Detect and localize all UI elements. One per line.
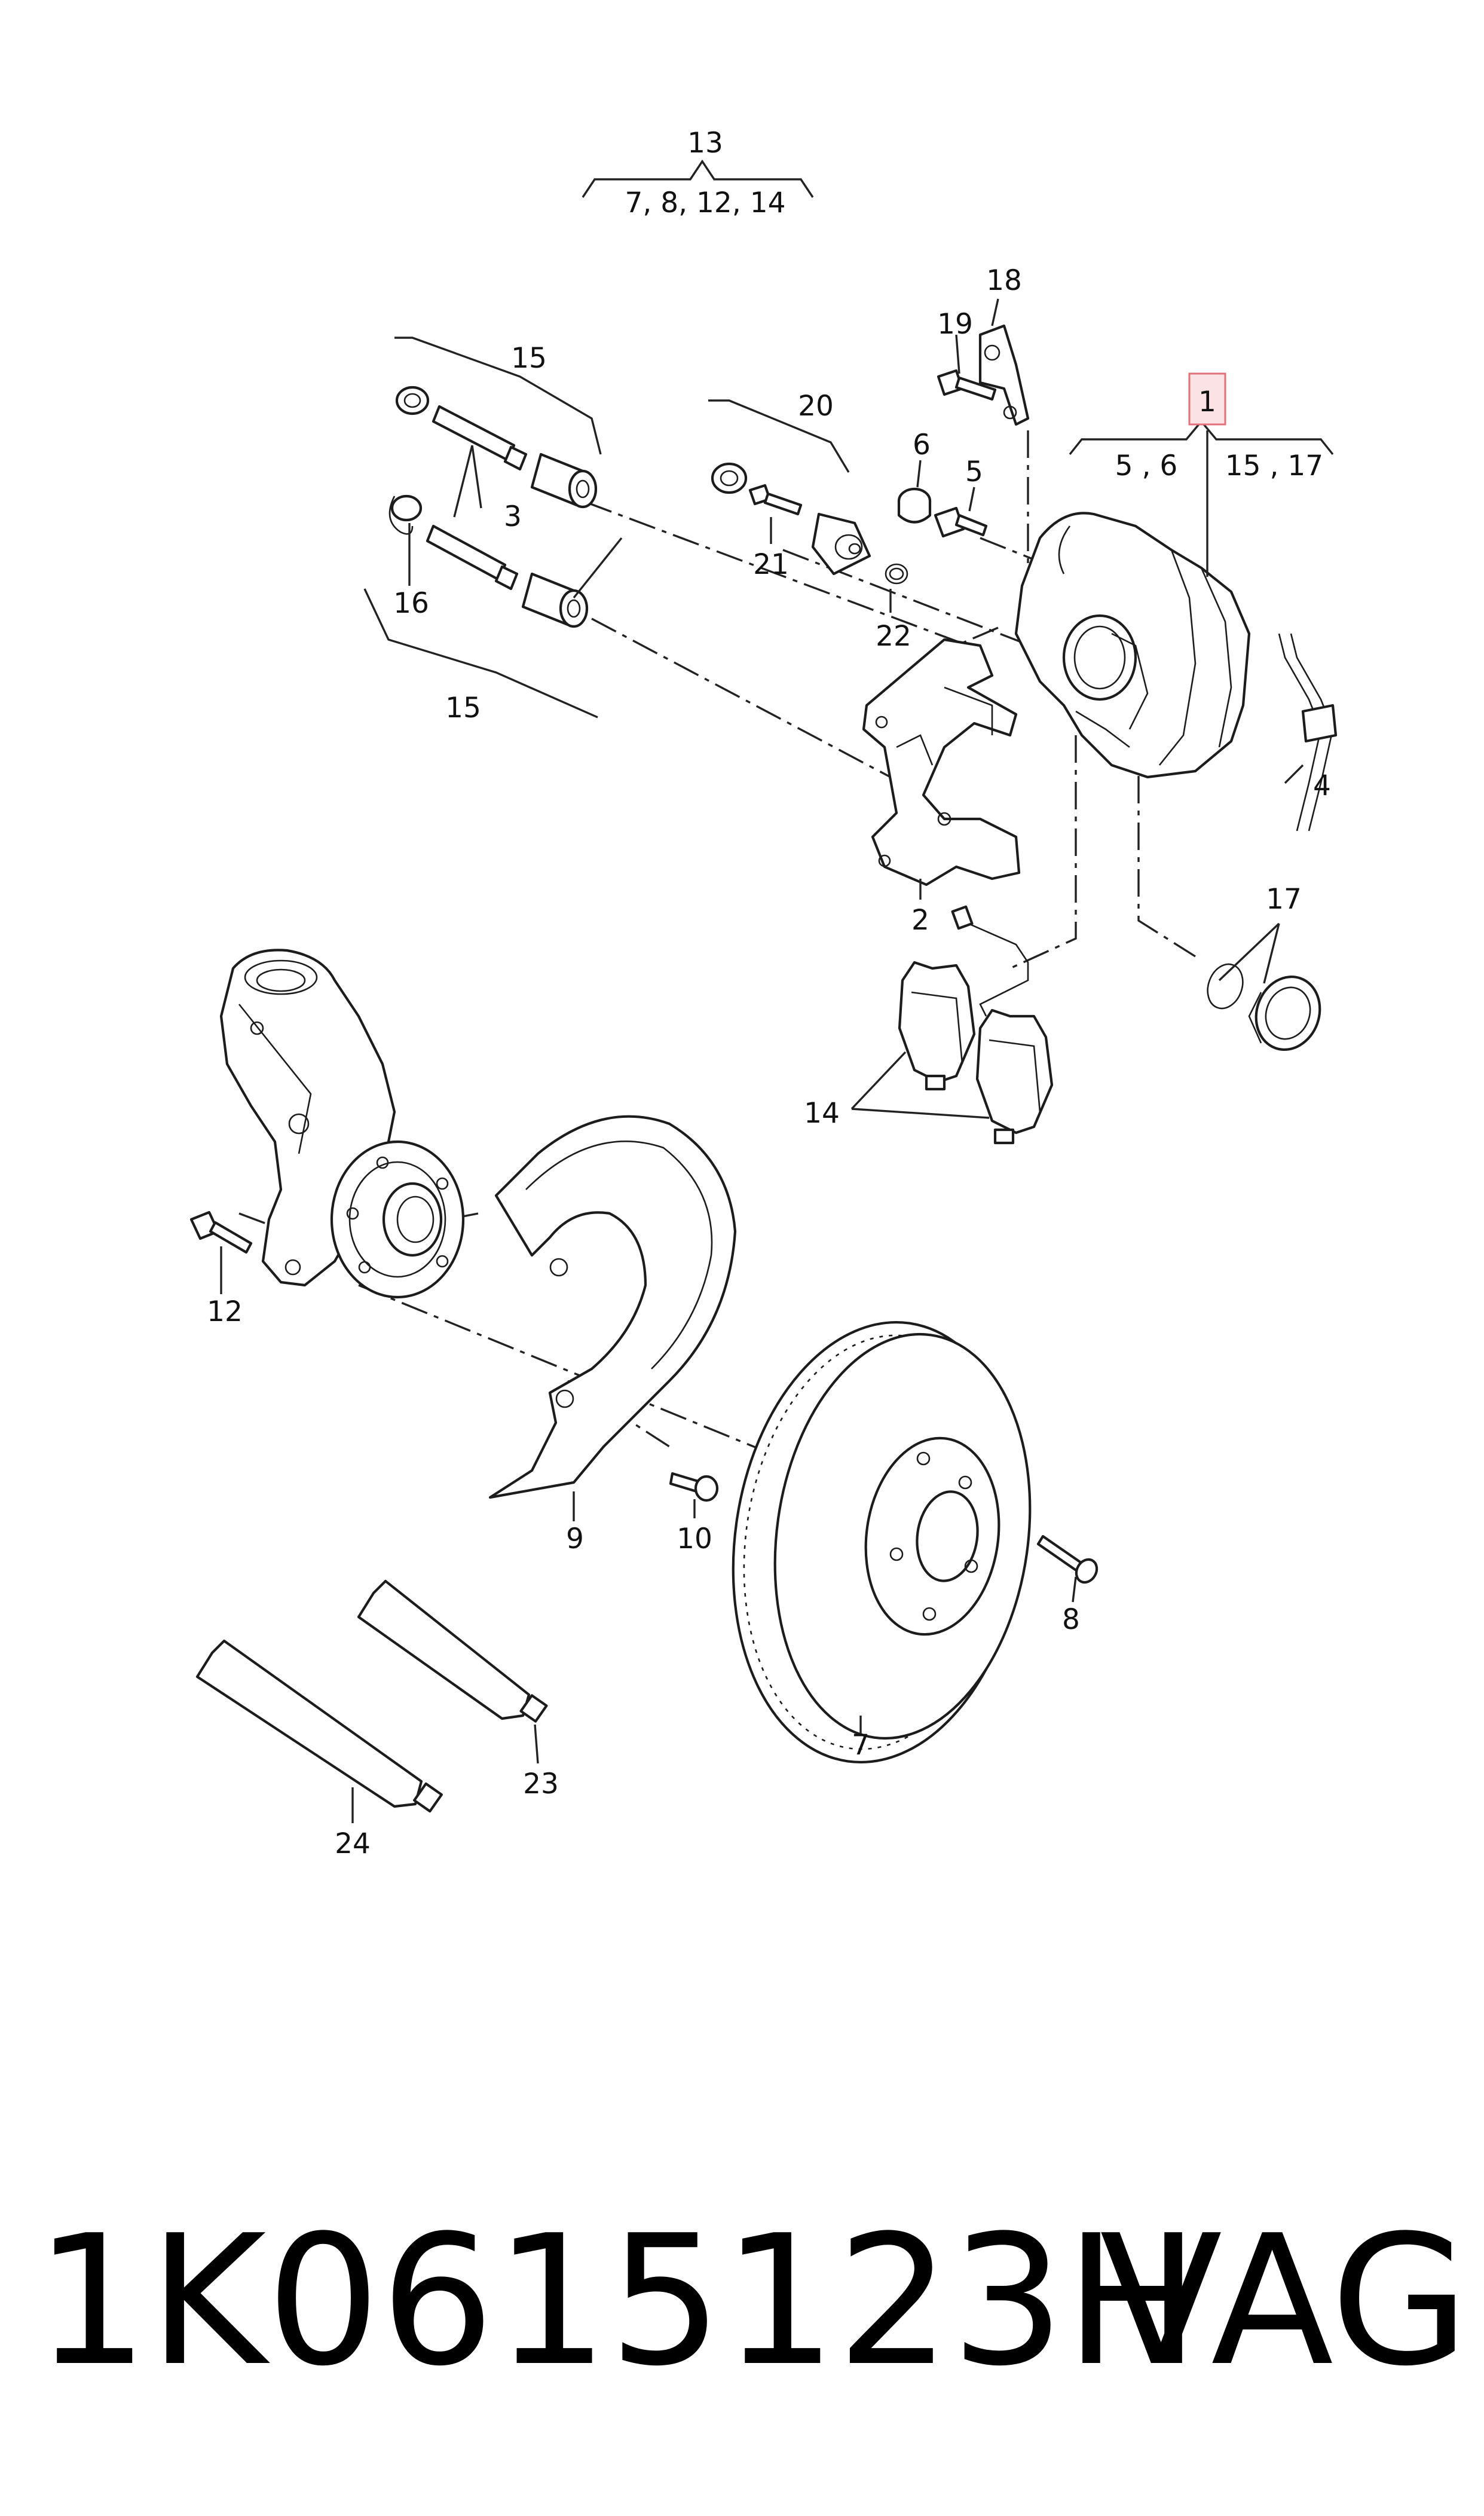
part-10-bolt bbox=[669, 1472, 719, 1502]
callout-7: 7 bbox=[852, 1729, 870, 1762]
part-19-bolt bbox=[937, 369, 997, 401]
callout-4: 4 bbox=[1313, 769, 1331, 802]
part-number: 1K0615123H bbox=[35, 2197, 1200, 2405]
callout-17: 17 bbox=[1266, 883, 1302, 916]
callout-18: 18 bbox=[986, 264, 1022, 297]
bracket-20 bbox=[708, 399, 850, 473]
callout-10: 10 bbox=[677, 1523, 712, 1555]
part-14-pad-left bbox=[898, 961, 976, 1091]
callout-8: 8 bbox=[1062, 1603, 1080, 1636]
part-3-guide-pin-bottom bbox=[426, 524, 519, 591]
bracket-13 bbox=[582, 159, 814, 198]
part-15-bushing-top-small bbox=[395, 386, 430, 415]
part-15-bushing-bottom-large bbox=[521, 572, 589, 628]
callout-24: 24 bbox=[335, 1827, 371, 1860]
callout-1: 1 bbox=[1198, 386, 1216, 418]
part-20-cap bbox=[711, 462, 748, 494]
part-23-tube bbox=[357, 1579, 548, 1723]
part-12-bolt bbox=[189, 1210, 253, 1254]
callout-23: 23 bbox=[523, 1768, 559, 1800]
callout-3: 3 bbox=[504, 500, 522, 533]
part-8-screw bbox=[1036, 1534, 1099, 1584]
part-22-oring bbox=[885, 563, 908, 585]
callout-20: 20 bbox=[798, 390, 834, 423]
callout-13: 13 bbox=[687, 127, 723, 160]
part-17-oring bbox=[1207, 963, 1244, 1010]
part-15-bushing-top-large bbox=[530, 453, 598, 509]
callout-13-sub: 7, 8, 12, 14 bbox=[625, 187, 785, 219]
bracket-15-top bbox=[394, 337, 602, 455]
callout-labels: 13 7, 8, 12, 14 18 19 15 20 6 5 3 21 16 … bbox=[207, 127, 1331, 1860]
callout-12: 12 bbox=[207, 1295, 243, 1328]
part-17-boot bbox=[1248, 975, 1321, 1051]
part-24-tube bbox=[195, 1639, 443, 1813]
callout-1-highlight-box bbox=[1188, 372, 1226, 426]
callout-6: 6 bbox=[913, 429, 931, 461]
part-16-clip bbox=[388, 494, 423, 535]
callout-21: 21 bbox=[753, 548, 789, 581]
brand-name: VAG bbox=[1100, 2197, 1470, 2405]
callout-1-sub-right: 15 , 17 bbox=[1225, 450, 1323, 482]
wheel-hub bbox=[330, 1140, 465, 1299]
callout-19: 19 bbox=[937, 308, 973, 341]
part-14-pad-right bbox=[975, 1008, 1054, 1145]
leader-lines bbox=[220, 298, 1304, 1823]
part-number-footer: 1K0615123H VAG bbox=[0, 2176, 1484, 2427]
part-18-bracket bbox=[978, 324, 1030, 426]
part-9-splash-shield bbox=[488, 1115, 737, 1499]
part-7-brake-disc bbox=[732, 1320, 1032, 1764]
callout-15-top: 15 bbox=[511, 342, 547, 375]
part-2-carrier bbox=[862, 638, 1021, 886]
callout-14: 14 bbox=[804, 1097, 840, 1130]
part-14-wear-sensor bbox=[951, 905, 1029, 1017]
part-3-guide-pin-top bbox=[432, 405, 528, 471]
part-6-cap bbox=[897, 487, 932, 524]
callout-1-sub-left: 5 , 6 bbox=[1115, 450, 1178, 482]
callout-5: 5 bbox=[965, 455, 983, 488]
part-20-housing bbox=[811, 512, 871, 576]
bracket-15-bottom bbox=[363, 588, 598, 719]
part-21-screw bbox=[748, 484, 803, 516]
part-5-bleeder bbox=[934, 506, 988, 538]
exploded-parts-diagram: 13 7, 8, 12, 14 18 19 15 20 6 5 3 21 16 … bbox=[189, 127, 1338, 1860]
callout-15-bottom: 15 bbox=[445, 692, 481, 724]
callout-2: 2 bbox=[911, 904, 929, 937]
part-4-spring bbox=[1278, 633, 1338, 831]
callout-9: 9 bbox=[566, 1523, 584, 1555]
callout-16: 16 bbox=[393, 587, 429, 620]
part-1-caliper bbox=[1014, 512, 1251, 779]
callout-22: 22 bbox=[876, 620, 911, 653]
